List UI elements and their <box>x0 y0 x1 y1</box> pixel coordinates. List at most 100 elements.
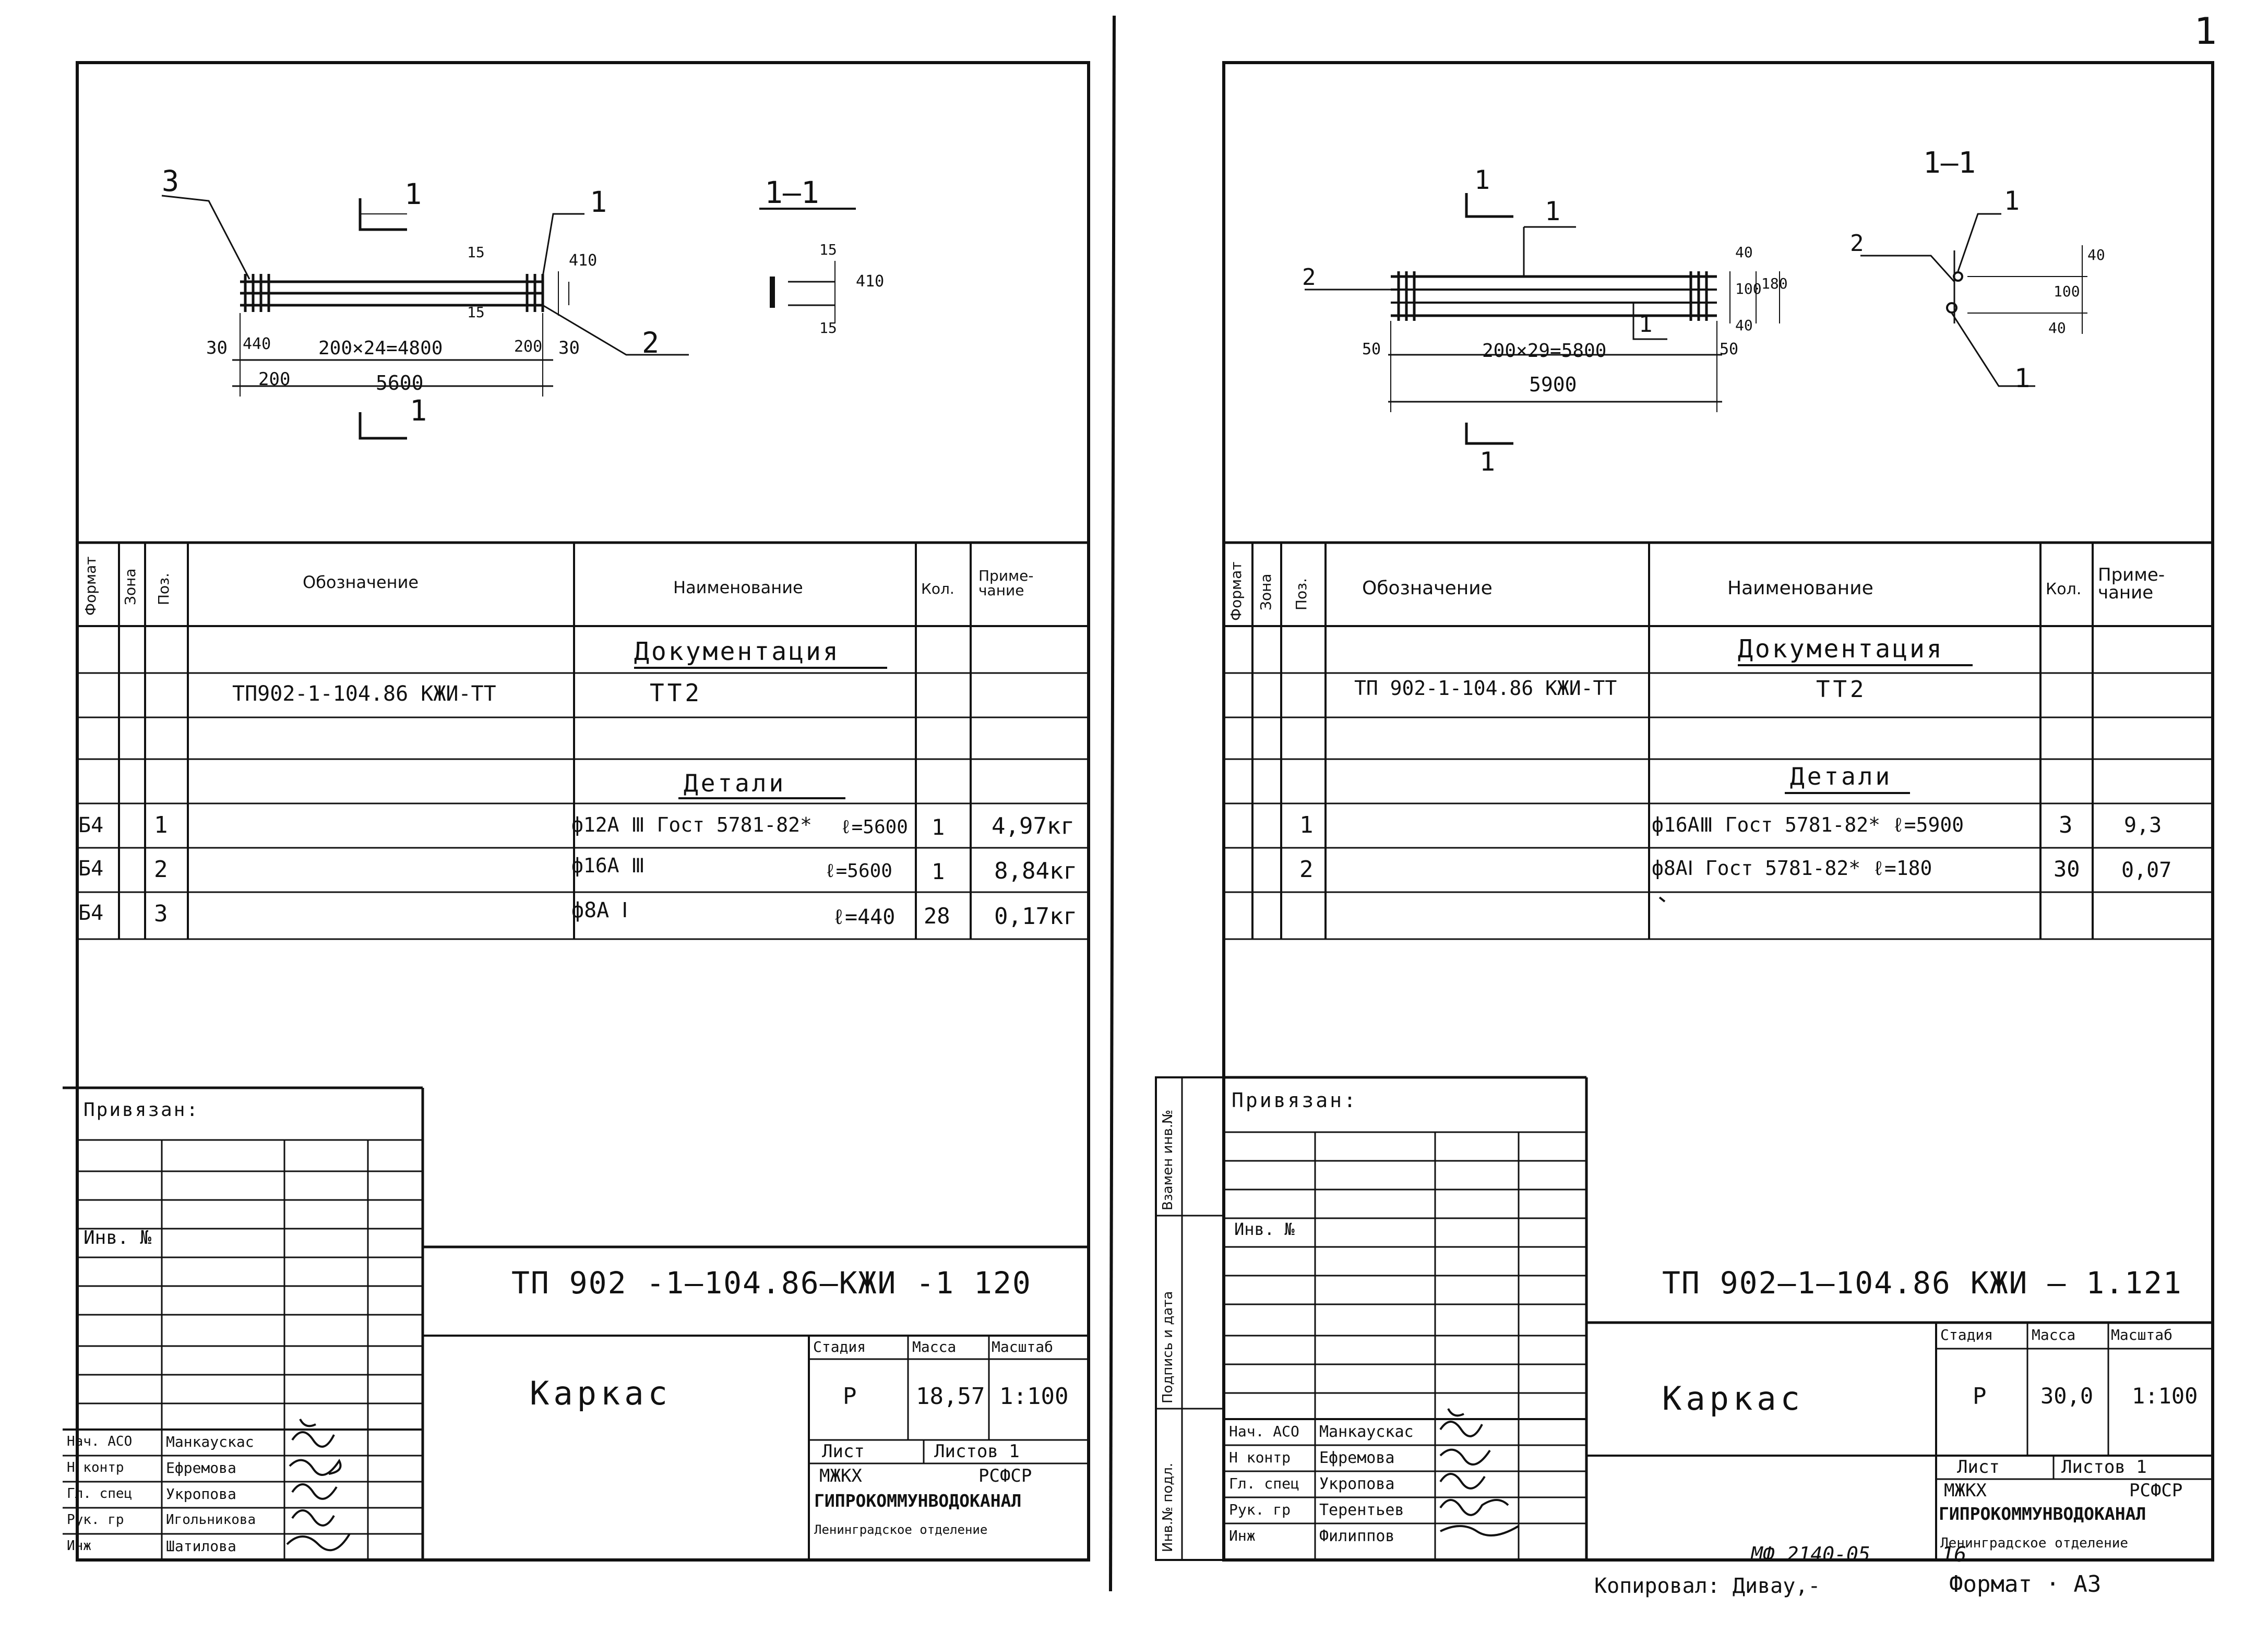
left-dim-30-left: 30 <box>206 338 228 358</box>
left-name: Ефремова <box>166 1459 236 1476</box>
left-dim-30-right: 30 <box>558 338 580 358</box>
right-header-name: Наименование <box>1727 578 1873 599</box>
left-inv: Инв. № <box>83 1227 152 1248</box>
left-header-note: Приме-чание <box>978 567 1034 599</box>
right-header-qty: Кол. <box>2046 580 2082 598</box>
right-name: Ефремова <box>1319 1449 1395 1467</box>
right-sec-pos-1: 1 <box>2004 186 2020 216</box>
left-row1-note: 4,97кг <box>992 813 1075 839</box>
left-row1-qty: 1 <box>932 814 945 840</box>
left-header-designation: Обозначение <box>303 572 419 592</box>
left-name: Укропова <box>166 1485 236 1503</box>
left-role: Гл. спец <box>67 1486 133 1502</box>
left-section-label: 1—1 <box>765 175 819 210</box>
right-header-note: Приме-чание <box>2098 565 2165 603</box>
right-sec-pos-1b: 1 <box>2014 363 2031 393</box>
left-role: Инж <box>67 1538 91 1554</box>
left-pos-2-label: 2 <box>642 326 660 359</box>
right-pos-1-top: 1 <box>1545 196 1561 226</box>
right-sec-pos-2: 2 <box>1850 230 1864 257</box>
left-row2-format: Б4 <box>78 857 104 881</box>
left-row2-note: 8,84кг <box>994 858 1077 884</box>
right-name: Терентьев <box>1319 1501 1404 1519</box>
right-inv: Инв. № <box>1234 1219 1295 1239</box>
right-mass: 30,0 <box>2040 1383 2094 1409</box>
right-dim-180: 180 <box>1761 275 1788 292</box>
left-row3-pos: 3 <box>154 900 168 927</box>
left-role: Нач. АСО <box>67 1434 133 1449</box>
left-row3-name: ф8А Ⅰ <box>571 898 628 922</box>
right-sec-100: 100 <box>2054 283 2080 300</box>
footer-format: Формат · А3 <box>1949 1571 2102 1598</box>
left-org4: Ленинградское отделение <box>814 1522 988 1537</box>
right-section-label: 1—1 <box>1923 146 1976 180</box>
right-doc-designation: ТП 902-1-104.86 КЖИ-ТТ <box>1354 677 1617 700</box>
right-role: Н контр <box>1229 1449 1291 1466</box>
right-title: Каркас <box>1662 1379 1804 1418</box>
left-role: Рук. гр <box>67 1512 124 1528</box>
left-row3-qty: 28 <box>924 903 950 929</box>
left-doc-name: ТТ2 <box>650 679 703 707</box>
right-section-doc: Документация <box>1738 634 1944 664</box>
right-row2-name: ф8АⅠ Гост 5781-82* ℓ=180 <box>1652 857 1932 880</box>
right-row1-note: 9,3 <box>2124 813 2162 837</box>
left-name: Шатилова <box>166 1538 236 1555</box>
left-org3: ГИПРОКОММУНВОДОКАНАЛ <box>814 1491 1022 1511</box>
left-doc-designation: ТП902-1-104.86 КЖИ-ТТ <box>232 682 496 706</box>
left-scale-header: Масштаб <box>992 1338 1054 1355</box>
right-dim-40-bot: 40 <box>1735 317 1753 334</box>
right-sheets: Листов 1 <box>2061 1457 2147 1478</box>
left-section-parts: Детали <box>684 769 786 797</box>
left-row2-name: ф16А Ⅲ <box>571 854 645 877</box>
left-sec-15-top: 15 <box>819 241 837 258</box>
left-org2: РСФСР <box>978 1466 1032 1486</box>
left-row1-format: Б4 <box>78 813 104 837</box>
right-role: Нач. АСО <box>1229 1423 1299 1440</box>
footer-copied: Копировал: Дивау,- <box>1594 1574 1821 1598</box>
left-title: Каркас <box>530 1374 672 1412</box>
left-dim-15-bot: 15 <box>467 304 485 321</box>
left-stage-header: Стадия <box>813 1338 866 1355</box>
right-name: Манкаускас <box>1319 1423 1414 1441</box>
right-privyazan: Привязан: <box>1232 1089 1358 1112</box>
right-org3: ГИПРОКОММУНВОДОКАНАЛ <box>1939 1504 2146 1524</box>
left-dim-440: 440 <box>243 335 271 353</box>
right-stage-header: Стадия <box>1940 1326 1994 1343</box>
right-mass-header: Масса <box>2032 1326 2076 1343</box>
left-name: Манкаускас <box>166 1433 254 1450</box>
right-org2: РСФСР <box>2129 1480 2183 1501</box>
right-pos-2: 2 <box>1302 264 1316 291</box>
right-row1-qty: 3 <box>2059 812 2073 838</box>
left-row2-pos: 2 <box>154 856 168 883</box>
right-row1-name: ф16АⅢ Гост 5781-82* ℓ=5900 <box>1652 813 1964 836</box>
footer-page: 16 <box>1941 1543 1967 1567</box>
right-role: Гл. спец <box>1229 1475 1299 1492</box>
left-row2-qty: 1 <box>932 859 945 884</box>
right-name: Укропова <box>1319 1475 1395 1493</box>
left-sec-15-bot: 15 <box>819 319 837 337</box>
left-dim-410: 410 <box>569 251 598 270</box>
right-role: Рук. гр <box>1229 1501 1291 1518</box>
right-doc-name: ТТ2 <box>1816 676 1867 703</box>
left-scale: 1:100 <box>999 1383 1069 1410</box>
right-org1: МЖКХ <box>1944 1480 1987 1501</box>
footer-doc-number: МФ 2140-05 <box>1751 1543 1870 1566</box>
right-dim-main: 200×29=5800 <box>1482 340 1607 362</box>
right-dim-50-left: 50 <box>1362 340 1381 358</box>
right-doc-code: ТП 902—1—104.86 КЖИ — 1.121 <box>1662 1265 2182 1301</box>
left-row3-length: ℓ=440 <box>832 905 896 929</box>
left-name: Игольникова <box>166 1512 256 1528</box>
right-dim-100: 100 <box>1735 280 1762 297</box>
right-row2-qty: 30 <box>2054 856 2080 882</box>
left-privyazan: Привязан: <box>83 1099 200 1121</box>
left-dim-15-top: 15 <box>467 244 485 261</box>
left-sec-410: 410 <box>856 272 885 291</box>
right-header-designation: Обозначение <box>1362 578 1493 599</box>
right-sheet: Лист <box>1957 1457 2000 1478</box>
left-org1: МЖКХ <box>819 1466 862 1486</box>
left-cut-bottom-label: 1 <box>410 394 427 427</box>
left-row3-format: Б4 <box>78 901 104 925</box>
left-row1-pos: 1 <box>154 812 168 838</box>
